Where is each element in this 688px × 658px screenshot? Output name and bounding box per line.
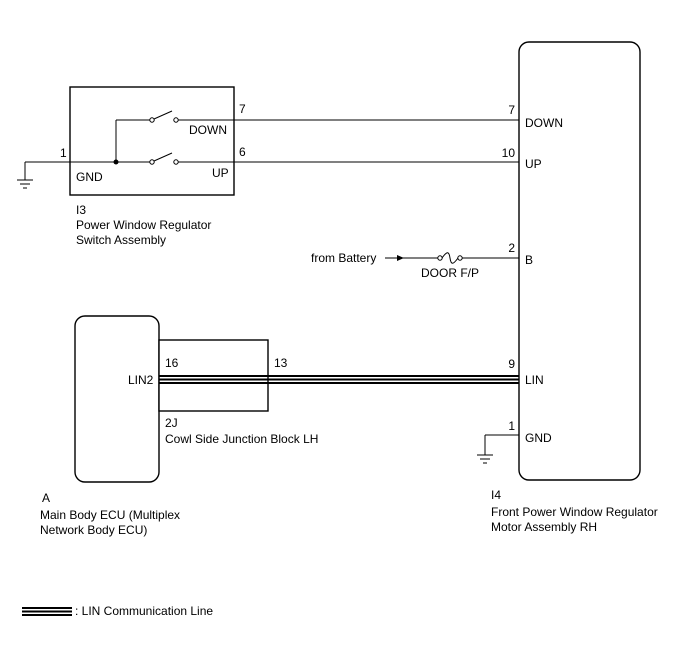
battery-feed-wire — [385, 255, 519, 261]
junction-block-code: 2J — [165, 416, 178, 430]
motor-pin-b-number: 2 — [508, 241, 515, 255]
switch-pin-gnd-label: GND — [76, 170, 103, 184]
switch-assembly-name-line2: Switch Assembly — [76, 233, 166, 247]
switch-pin-down-label: DOWN — [189, 123, 227, 137]
motor-assembly-code: I4 — [491, 488, 501, 502]
main-body-ecu-name-line2: Network Body ECU) — [40, 523, 147, 537]
junction-block-name: Cowl Side Junction Block LH — [165, 432, 318, 446]
motor-ground-wire — [484, 434, 519, 455]
switch-pin-down-number: 7 — [239, 102, 246, 116]
legend-line-sample — [22, 607, 72, 616]
motor-pin-gnd-label: GND — [525, 431, 552, 445]
switch-assembly-box — [69, 86, 235, 196]
main-body-ecu-code: A — [42, 491, 50, 505]
motor-assembly-box — [518, 41, 641, 481]
switch-internal-wiring — [113, 110, 234, 165]
switch-pin-gnd-number: 1 — [60, 146, 67, 160]
junction-pin-in-number: 16 — [165, 356, 179, 370]
motor-pin-up-label: UP — [525, 157, 542, 171]
switch-assembly-code: I3 — [76, 203, 86, 217]
motor-pin-down-number: 7 — [508, 103, 515, 117]
motor-pin-down-label: DOWN — [525, 116, 563, 130]
motor-pin-lin-label: LIN — [525, 373, 544, 387]
fuse-label: DOOR F/P — [421, 266, 479, 280]
ground-symbol-icon — [17, 179, 33, 189]
motor-pin-b-label: B — [525, 253, 533, 267]
ecu-pin-lin2-label: LIN2 — [128, 373, 154, 387]
switch-ground-wire — [24, 161, 116, 180]
main-body-ecu-name-line1: Main Body ECU (Multiplex — [40, 508, 180, 522]
fuse-icon — [437, 252, 463, 264]
battery-source-label: from Battery — [311, 251, 376, 265]
switch-pin-up-number: 6 — [239, 145, 246, 159]
motor-pin-lin-number: 9 — [508, 357, 515, 371]
ground-symbol-icon — [477, 454, 493, 464]
motor-assembly-name-line2: Motor Assembly RH — [491, 520, 597, 534]
switch-pin-up-label: UP — [212, 166, 229, 180]
motor-pin-gnd-number: 1 — [508, 419, 515, 433]
switch-assembly-name-line1: Power Window Regulator — [76, 218, 211, 232]
main-body-ecu-box — [74, 315, 160, 483]
legend-text: : LIN Communication Line — [75, 604, 213, 618]
motor-assembly-name-line1: Front Power Window Regulator — [491, 505, 658, 519]
junction-pin-out-number: 13 — [274, 356, 288, 370]
lin-communication-line — [159, 375, 519, 384]
motor-pin-up-number: 10 — [502, 146, 516, 160]
